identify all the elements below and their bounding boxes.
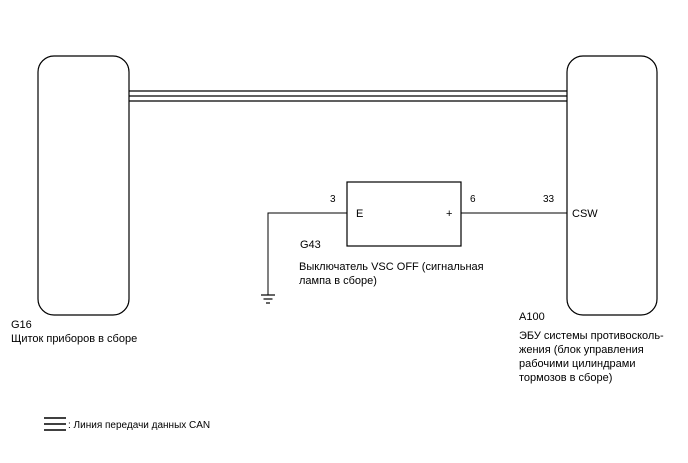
ecu-name-line-4: тормозов в сборе)	[519, 372, 612, 384]
combination-meter-code: G16	[11, 319, 32, 331]
switch-pin-3-number: 3	[330, 194, 336, 205]
triple-line-icon	[44, 417, 66, 431]
ecu-name-line-1: ЭБУ системы противосколь-	[519, 330, 664, 342]
ecu-pin-33-number: 33	[543, 194, 555, 205]
ecu-name-line-2: жения (блок управления	[519, 344, 644, 356]
vsc-off-switch-box	[346, 181, 462, 247]
ground-icon	[261, 294, 275, 304]
can-bus-line	[129, 90, 567, 102]
ecu-name-line-3: рабочими цилиндрами	[519, 358, 636, 370]
ecu-box	[566, 55, 658, 316]
switch-pin-e-label: E	[356, 208, 363, 220]
switch-name-line-2: лампа в сборе)	[299, 275, 377, 287]
combination-meter-box	[37, 55, 130, 316]
ecu-code: A100	[519, 311, 545, 323]
switch-code: G43	[300, 239, 321, 251]
switch-pin-plus-label: +	[446, 208, 452, 220]
switch-name-line-1: Выключатель VSC OFF (сигнальная	[299, 261, 484, 273]
legend-can-label: : Линия передачи данных CAN	[68, 420, 210, 431]
wire-switch-to-ground	[267, 212, 347, 295]
combination-meter-name: Щиток приборов в сборе	[11, 333, 137, 345]
ecu-pin-csw-label: CSW	[572, 208, 598, 220]
switch-pin-6-number: 6	[470, 194, 476, 205]
